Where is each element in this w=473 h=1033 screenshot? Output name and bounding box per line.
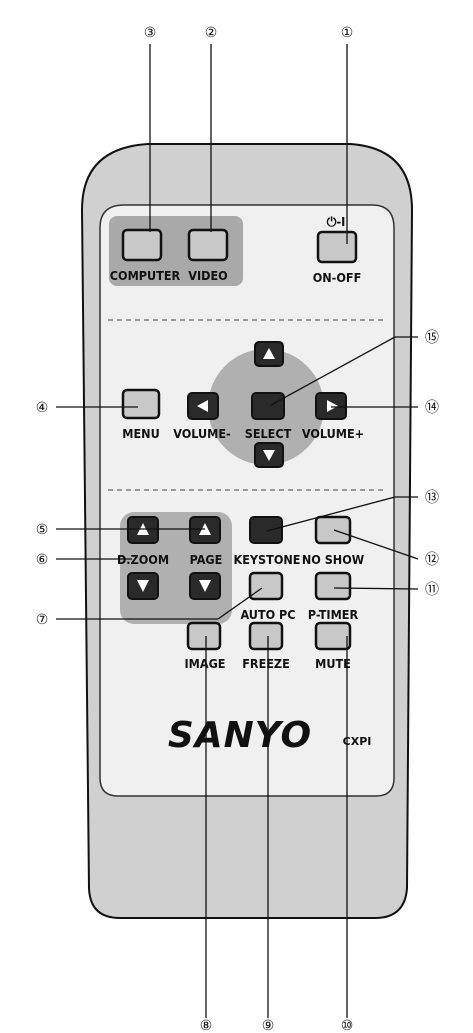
- freeze-label: FREEZE: [242, 656, 290, 671]
- right-arrow-icon: [327, 400, 338, 412]
- callout-4: ④: [36, 400, 49, 416]
- auto-pc-label: AUTO PC: [240, 607, 295, 622]
- keystone-label: KEYSTONE: [234, 552, 301, 567]
- select-button[interactable]: [251, 392, 285, 420]
- image-button[interactable]: [186, 621, 222, 651]
- computer-button[interactable]: [121, 228, 163, 262]
- callout-9: ⑨: [262, 1018, 275, 1033]
- mute-button[interactable]: [314, 621, 352, 651]
- menu-label: MENU: [122, 426, 159, 441]
- callout-10: ⑩: [341, 1018, 354, 1033]
- image-label: IMAGE: [185, 656, 226, 671]
- callout-8: ⑧: [200, 1018, 213, 1033]
- keystone-button[interactable]: [249, 516, 283, 544]
- mute-label: MUTE: [315, 656, 351, 671]
- volume-plus-label: VOLUME+: [302, 426, 364, 441]
- callout-5: ⑤: [36, 522, 49, 538]
- callout-7: ⑦: [36, 612, 49, 628]
- callout-15: ⑮: [425, 330, 439, 346]
- no-show-label: NO SHOW: [302, 552, 365, 567]
- computer-label: COMPUTER: [110, 268, 181, 283]
- video-label: VIDEO: [188, 268, 227, 283]
- d-zoom-down-arrow-icon: [137, 580, 149, 592]
- up-arrow-icon: [263, 348, 275, 359]
- page-label: PAGE: [190, 552, 223, 567]
- callout-14: ⑭: [425, 400, 439, 416]
- down-arrow-icon: [263, 450, 275, 461]
- callout-1: ①: [341, 25, 354, 41]
- brand-logo: SANYO: [168, 715, 312, 756]
- p-timer-button[interactable]: [314, 571, 352, 601]
- freeze-button[interactable]: [248, 621, 284, 651]
- p-timer-label: P-TIMER: [308, 607, 359, 622]
- page-down-arrow-icon: [199, 580, 211, 592]
- callout-lines: [56, 44, 419, 1018]
- video-button[interactable]: [187, 228, 229, 262]
- d-zoom-label: D.ZOOM: [117, 552, 169, 567]
- callout-3: ③: [144, 25, 157, 41]
- menu-button[interactable]: [121, 388, 161, 420]
- auto-pc-button[interactable]: [248, 571, 284, 601]
- callout-11: ⑪: [425, 582, 439, 598]
- model-label: CXPI: [343, 735, 372, 748]
- select-label: SELECT: [245, 426, 292, 441]
- callout-6: ⑥: [36, 552, 49, 568]
- no-show-button[interactable]: [314, 515, 352, 545]
- callout-13: ⑬: [425, 490, 439, 506]
- on-off-button[interactable]: [316, 230, 358, 264]
- on-off-label: ON-OFF: [313, 270, 362, 285]
- power-icon: ⏻-I: [327, 214, 346, 229]
- volume-minus-label: VOLUME-: [173, 426, 231, 441]
- left-arrow-icon: [197, 400, 208, 412]
- remote-face-panel: [99, 204, 395, 797]
- callout-12: ⑫: [425, 552, 439, 568]
- callout-2: ②: [205, 25, 218, 41]
